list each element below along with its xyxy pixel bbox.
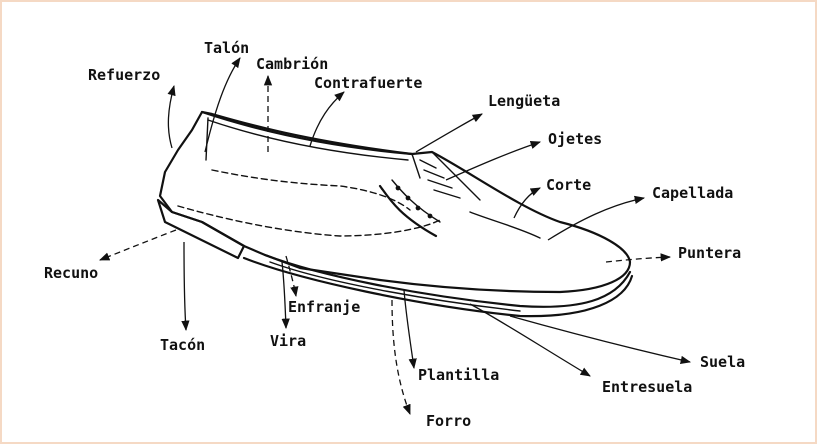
leader-suela — [510, 316, 690, 362]
label-suela: Suela — [700, 355, 745, 370]
eyestay — [380, 186, 436, 236]
label-refuerzo: Refuerzo — [88, 68, 160, 83]
collar-line — [202, 112, 412, 154]
label-ojetes: Ojetes — [548, 132, 602, 147]
label-entresuela: Entresuela — [602, 380, 692, 395]
label-enfranje: Enfranje — [288, 300, 360, 315]
leader-recuno — [100, 230, 176, 260]
label-puntera: Puntera — [678, 246, 741, 261]
label-forro: Forro — [426, 414, 471, 429]
leader-lengueta — [416, 114, 482, 152]
leader-talon — [205, 58, 240, 152]
label-plantilla: Plantilla — [418, 368, 499, 383]
quarter-stitch-upper — [212, 170, 410, 210]
label-cambrion: Cambrión — [256, 57, 328, 72]
label-corte: Corte — [546, 178, 591, 193]
label-contrafuerte: Contrafuerte — [314, 76, 422, 91]
tongue-line-1 — [412, 154, 420, 178]
label-vira: Vira — [270, 334, 306, 349]
leader-ojetes — [446, 142, 540, 180]
leader-puntera — [606, 257, 670, 262]
label-talon: Talón — [204, 41, 249, 56]
vamp-line — [470, 212, 540, 238]
leader-refuerzo — [168, 86, 174, 148]
label-capellada: Capellada — [652, 186, 733, 201]
label-tacon: Tacón — [160, 338, 205, 353]
label-lengueta: Lengüeta — [488, 94, 560, 109]
leader-tacon — [184, 242, 186, 330]
label-recuno: Recuno — [44, 266, 98, 281]
